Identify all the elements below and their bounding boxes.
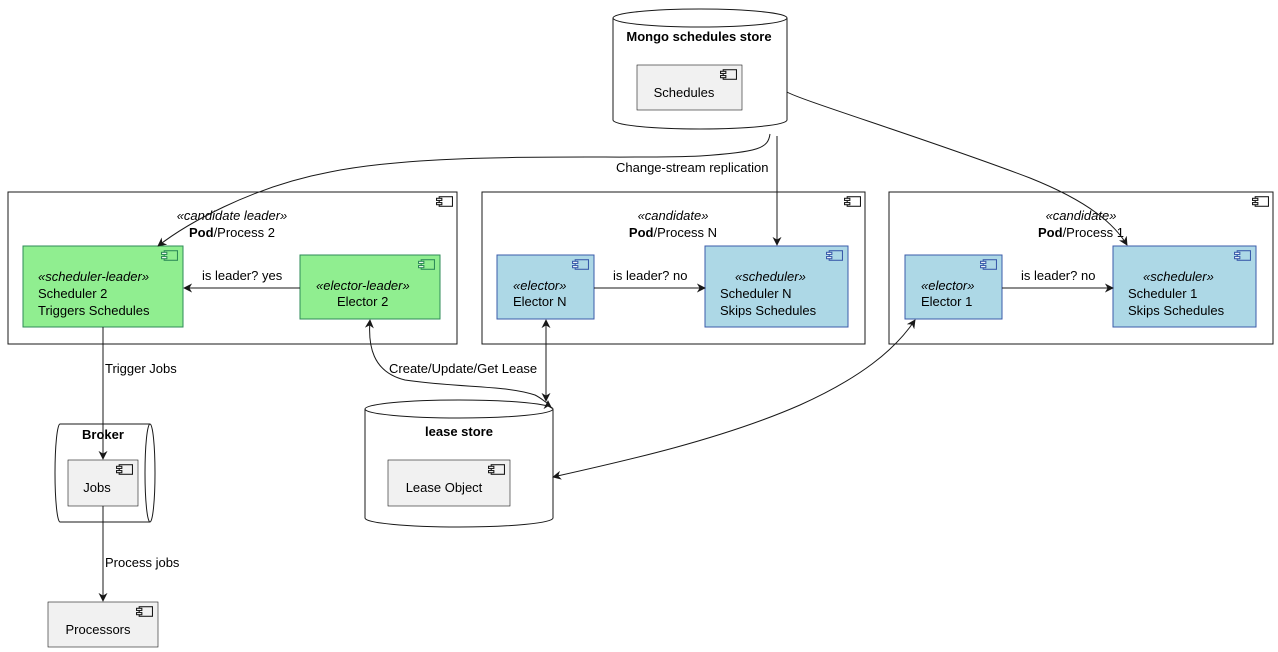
lease-edge-label: Create/Update/Get Lease — [389, 361, 537, 376]
elector-1-name: Elector 1 — [921, 294, 972, 309]
processors-label: Processors — [65, 622, 131, 637]
process-jobs-label: Process jobs — [105, 555, 180, 570]
trigger-jobs-label: Trigger Jobs — [105, 361, 177, 376]
leader-no-n-label: is leader? no — [613, 268, 687, 283]
jobs-component: Jobs — [67, 459, 139, 507]
broker-queue: Broker Jobs — [54, 423, 156, 523]
podn-stereotype: «candidate» — [638, 208, 709, 223]
pod1-stereotype: «candidate» — [1046, 208, 1117, 223]
pod1-title: Pod/Process 1 — [1038, 225, 1124, 240]
elector-1-stereotype: «elector» — [921, 278, 974, 293]
elector-1-node: «elector» Elector 1 — [904, 254, 1003, 320]
elector-n-node: «elector» Elector N — [496, 254, 595, 320]
pod2-title: Pod/Process 2 — [189, 225, 275, 240]
scheduler-1-description: Skips Schedules — [1128, 303, 1225, 318]
lease-object-component: Lease Object — [387, 459, 511, 507]
lease-store: lease store Lease Object — [364, 399, 554, 528]
elector-n-name: Elector N — [513, 294, 566, 309]
processors-component: Processors — [47, 601, 159, 648]
edge-mongo-to-scheduler-2 — [157, 133, 771, 247]
lease-object-label: Lease Object — [406, 480, 483, 495]
scheduler-1-node: «scheduler» Scheduler 1 Skips Schedules — [1112, 245, 1257, 328]
pod2-stereotype: «candidate leader» — [177, 208, 288, 223]
scheduler-1-name: Scheduler 1 — [1128, 286, 1197, 301]
edge-mongo-to-scheduler-1 — [786, 91, 1128, 246]
schedules-label: Schedules — [654, 85, 715, 100]
elector-2-stereotype: «elector-leader» — [316, 278, 410, 293]
scheduler-2-name: Scheduler 2 — [38, 286, 107, 301]
scheduler-1-stereotype: «scheduler» — [1143, 269, 1214, 284]
mongo-store-title: Mongo schedules store — [626, 29, 771, 44]
elector-2-node: «elector-leader» Elector 2 — [299, 254, 441, 320]
scheduler-2-node: «scheduler-leader» Scheduler 2 Triggers … — [22, 245, 184, 328]
schedules-component: Schedules — [636, 64, 743, 111]
mongo-schedules-store: Mongo schedules store Schedules — [612, 8, 788, 130]
scheduler-2-stereotype: «scheduler-leader» — [38, 269, 149, 284]
scheduler-n-node: «scheduler» Scheduler N Skips Schedules — [704, 245, 849, 328]
edge-elector-1-lease — [552, 319, 916, 480]
leader-yes-label: is leader? yes — [202, 268, 283, 283]
scheduler-n-name: Scheduler N — [720, 286, 792, 301]
podn-title: Pod/Process N — [629, 225, 717, 240]
scheduler-n-description: Skips Schedules — [720, 303, 817, 318]
elector-2-name: Elector 2 — [337, 294, 388, 309]
scheduler-2-description: Triggers Schedules — [38, 303, 150, 318]
elector-n-stereotype: «elector» — [513, 278, 566, 293]
jobs-label: Jobs — [83, 480, 111, 495]
lease-store-title: lease store — [425, 424, 493, 439]
scheduler-n-stereotype: «scheduler» — [735, 269, 806, 284]
change-stream-label: Change-stream replication — [616, 160, 768, 175]
leader-no-1-label: is leader? no — [1021, 268, 1095, 283]
